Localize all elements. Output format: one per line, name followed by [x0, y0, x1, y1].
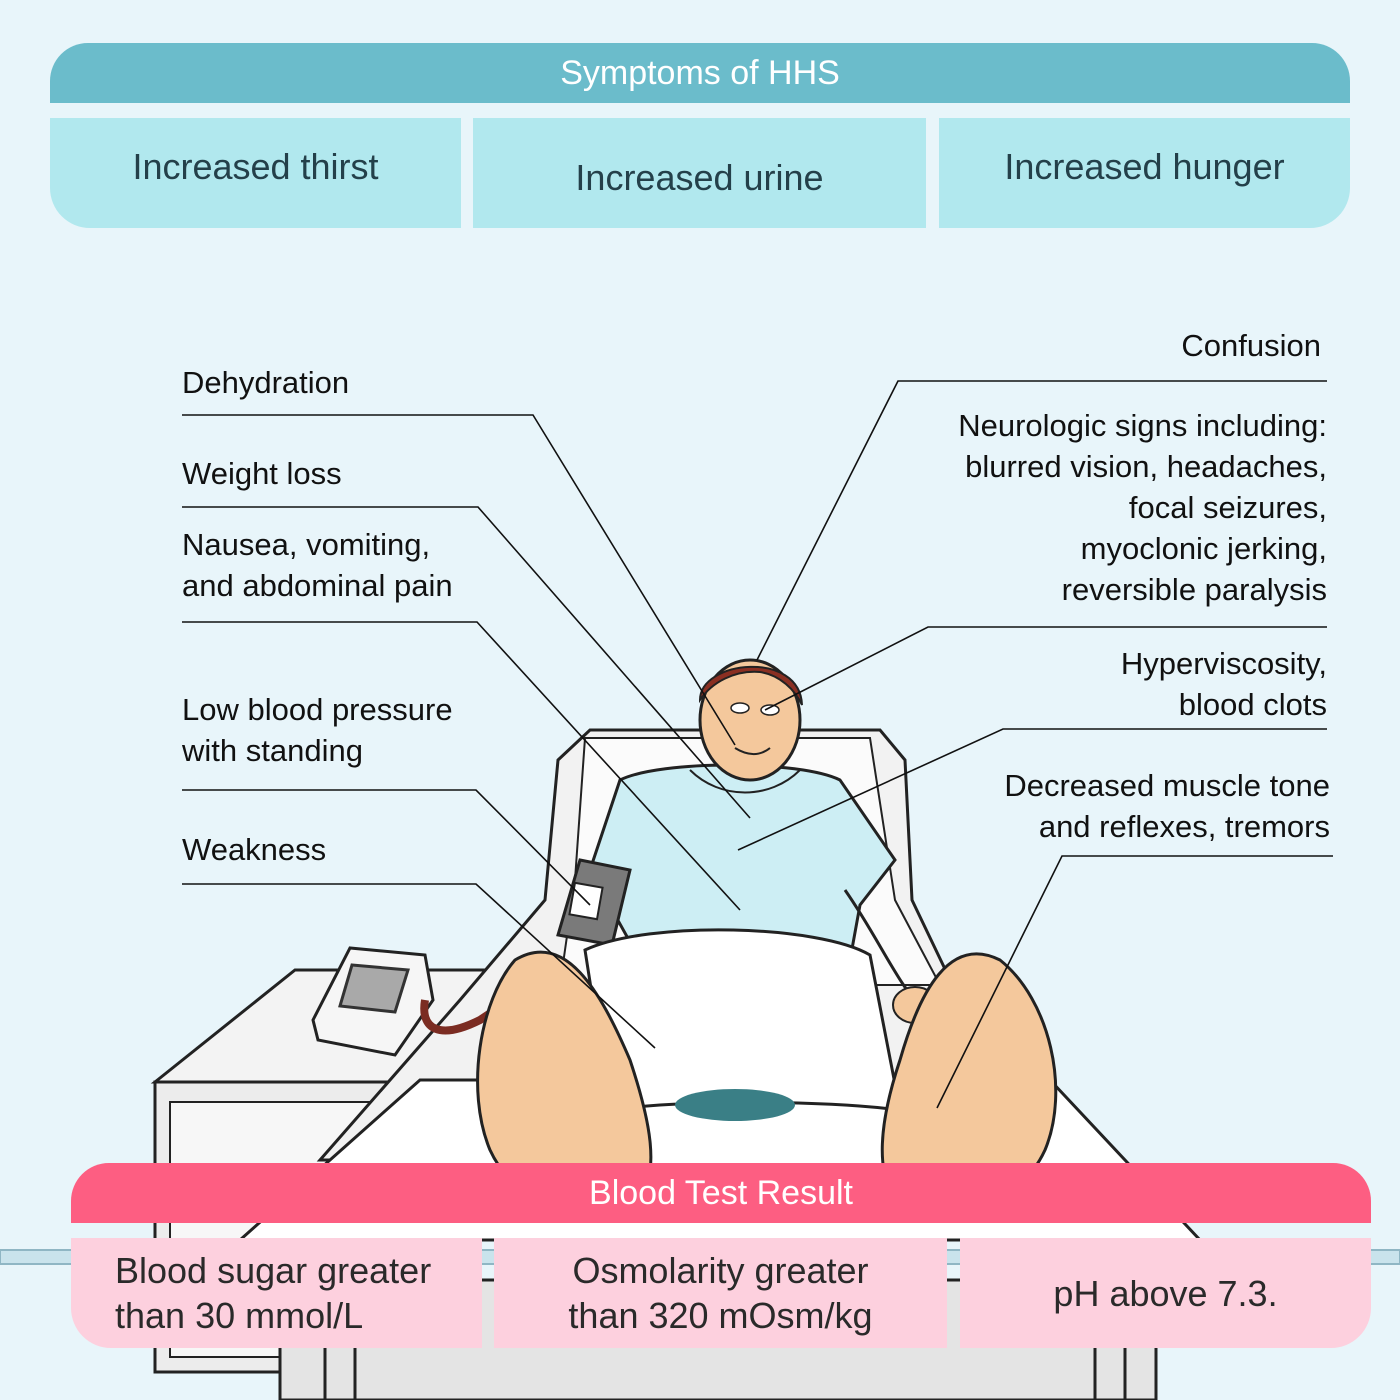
- leader-neurologic: [764, 626, 1327, 711]
- callout-hyperviscosity: Hyperviscosity, blood clots: [1120, 646, 1327, 722]
- ph-result: pH above 7.3.: [960, 1238, 1371, 1348]
- leader-confusion: [756, 380, 1327, 661]
- leader-weight-loss: [182, 506, 751, 819]
- blood-sugar-result: Blood sugar greater than 30 mmol/L: [71, 1238, 482, 1348]
- leader-weakness: [182, 883, 656, 1049]
- callout-muscle-tone: Decreased muscle tone and reflexes, trem…: [1004, 768, 1330, 844]
- symptom-increased-urine: Increased urine: [473, 118, 926, 228]
- callout-weakness: Weakness: [182, 832, 327, 867]
- callout-low-blood-pressure: Low blood pressure with standing: [182, 692, 453, 768]
- leader-lines: [182, 380, 1333, 1109]
- callout-dehydration: Dehydration: [182, 365, 350, 400]
- leader-dehydration: [182, 414, 736, 746]
- blood-pressure-monitor: [311, 946, 543, 1057]
- blood-test-panel-title: Blood Test Result: [71, 1163, 1371, 1223]
- symptom-increased-hunger: Increased hunger: [939, 118, 1350, 228]
- osmolarity-result: Osmolarity greater than 320 mOsm/kg: [494, 1238, 947, 1348]
- leader-nausea: [182, 621, 741, 911]
- callout-neurologic-signs: Neurologic signs including: blurred visi…: [958, 408, 1327, 607]
- leader-low-bp: [182, 789, 591, 906]
- callout-nausea: Nausea, vomiting, and abdominal pain: [182, 527, 453, 603]
- callout-confusion: Confusion: [1181, 328, 1321, 363]
- symptom-increased-thirst: Increased thirst: [50, 118, 461, 228]
- leader-muscle: [936, 855, 1333, 1109]
- symptoms-panel-title: Symptoms of HHS: [50, 43, 1350, 103]
- patient: [476, 658, 1058, 1215]
- callout-weight-loss: Weight loss: [182, 456, 342, 491]
- leader-hyperviscosity: [737, 728, 1327, 851]
